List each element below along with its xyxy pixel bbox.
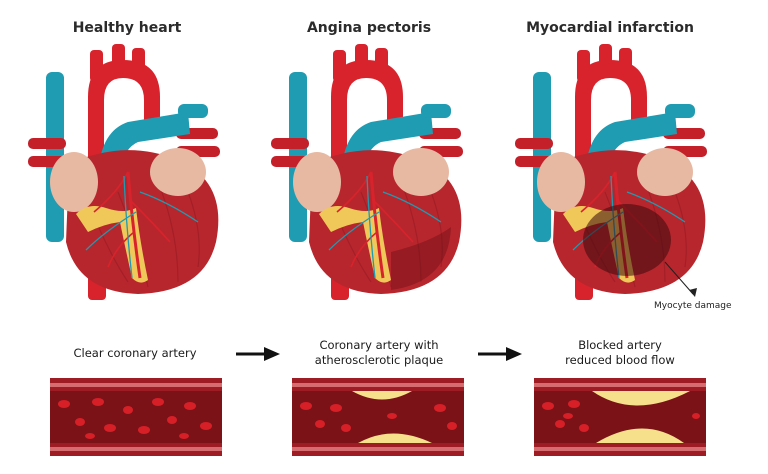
artery-label-blocked: Blocked artery reduced blood flow [565,338,675,367]
clear-artery-illustration [50,378,222,456]
arrow-right-icon [236,347,280,361]
panel-title-angina: Angina pectoris [306,20,432,36]
myocyte-damage-label: Myocyte damage [654,301,732,311]
artery-label-plaque: Coronary artery with atherosclerotic pla… [314,338,444,367]
panel-title-infarction: Myocardial infarction [526,20,694,36]
blocked-artery-illustration [534,378,706,456]
myocyte-damage-region [583,204,671,276]
healthy-heart-illustration [28,42,222,302]
infarction-heart-illustration [515,42,709,302]
annotation-line [664,261,694,295]
panel-title-healthy: Healthy heart [72,20,182,36]
plaque-artery-illustration [292,378,464,456]
artery-label-clear: Clear coronary artery [73,346,197,360]
angina-heart-illustration [271,42,465,302]
arrow-right-icon [478,347,522,361]
